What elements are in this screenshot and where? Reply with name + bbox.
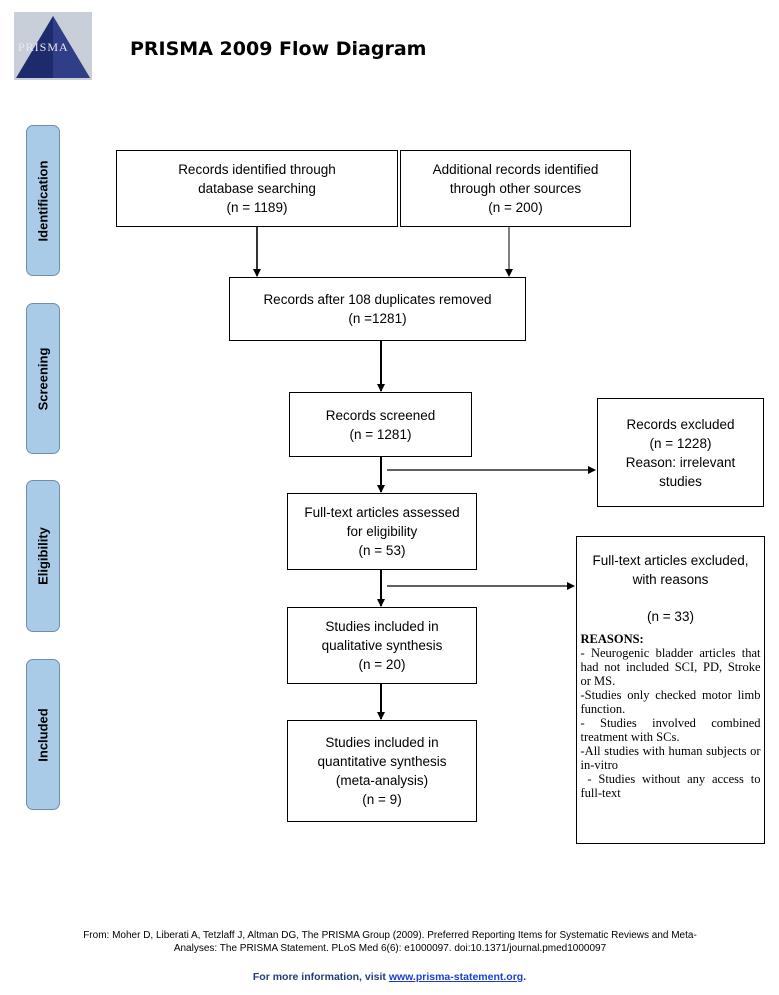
citation: From: Moher D, Liberati A, Tetzlaff J, A… <box>30 929 750 955</box>
citation-line: Analyses: The PRISMA Statement. PLoS Med… <box>173 943 607 954</box>
phase-included: Included <box>26 659 60 810</box>
box-text: with reasons <box>632 572 709 587</box>
box-text: (n = 1189) <box>226 200 288 215</box>
box-text: (n =1281) <box>348 311 407 326</box>
logo-text: PRISMA <box>18 40 69 54</box>
phase-identification: Identification <box>26 125 60 276</box>
box-text: Additional records identified <box>432 162 599 177</box>
phase-eligibility: Eligibility <box>26 480 60 632</box>
box-database-search: Records identified through database sear… <box>116 150 398 227</box>
footer-suffix: . <box>523 971 527 983</box>
box-text: (n = 1228) <box>649 435 712 451</box>
box-text: through other sources <box>449 181 582 196</box>
box-text: Full-text articles assessed <box>304 505 460 520</box>
reason-item: -Studies only checked motor limb functio… <box>580 688 761 716</box>
box-text: for eligibility <box>346 524 418 539</box>
box-text: (n = 200) <box>488 200 543 215</box>
box-text: Studies included in <box>325 619 439 634</box>
box-text: Records identified through <box>178 162 336 177</box>
box-text: Records screened <box>325 407 436 423</box>
box-text: (meta-analysis) <box>335 773 429 788</box>
box-text: (n = 53) <box>358 543 406 558</box>
reasons-heading: REASONS: <box>580 632 644 646</box>
exclusion-reasons: REASONS: - Neurogenic bladder articles t… <box>581 632 761 800</box>
footer: For more information, visit www.prisma-s… <box>0 971 779 983</box>
box-text: (n = 20) <box>358 657 406 672</box>
box-text: studies <box>659 473 702 489</box>
box-other-sources: Additional records identified through ot… <box>400 150 631 227</box>
box-after-duplicates: Records after 108 duplicates removed (n … <box>229 277 526 341</box>
box-fulltext-assessed: Full-text articles assessed for eligibil… <box>287 493 477 570</box>
box-text: database searching <box>198 181 316 196</box>
box-qualitative-synthesis: Studies included in qualitative synthesi… <box>287 607 477 684</box>
box-text: (n = 33) <box>647 609 694 624</box>
phase-screening: Screening <box>26 303 60 454</box>
box-quantitative-synthesis: Studies included in quantitative synthes… <box>287 720 477 822</box>
box-text: quantitative synthesis <box>317 754 447 769</box>
box-text: Records after 108 duplicates removed <box>263 292 492 307</box>
box-records-excluded: Records excluded (n = 1228) Reason: irre… <box>597 398 764 507</box>
box-text: qualitative synthesis <box>321 638 443 653</box>
box-fulltext-excluded: Full-text articles excluded, with reason… <box>576 536 765 844</box>
prisma-logo: PRISMA <box>14 12 92 80</box>
box-text: Full-text articles excluded, <box>592 553 749 568</box>
box-text: (n = 1281) <box>349 426 412 442</box>
box-text: Studies included in <box>325 735 439 750</box>
citation-line: From: Moher D, Liberati A, Tetzlaff J, A… <box>83 930 697 941</box>
page-title: PRISMA 2009 Flow Diagram <box>130 38 427 60</box>
box-records-screened: Records screened (n = 1281) <box>289 392 472 457</box>
reason-item: -All studies with human subjects or in-v… <box>580 744 761 772</box>
box-text: Records excluded <box>626 416 735 432</box>
box-text: (n = 9) <box>362 792 402 807</box>
footer-prefix: For more information, visit <box>252 971 389 983</box>
reason-item: - Studies without any access to full-tex… <box>580 772 764 800</box>
reason-item: - Studies involved combined treatment wi… <box>580 716 761 744</box>
reason-item: - Neurogenic bladder articles that had n… <box>580 646 761 688</box>
prisma-website-link[interactable]: www.prisma-statement.org <box>388 971 524 983</box>
box-text: Reason: irrelevant <box>625 454 736 470</box>
